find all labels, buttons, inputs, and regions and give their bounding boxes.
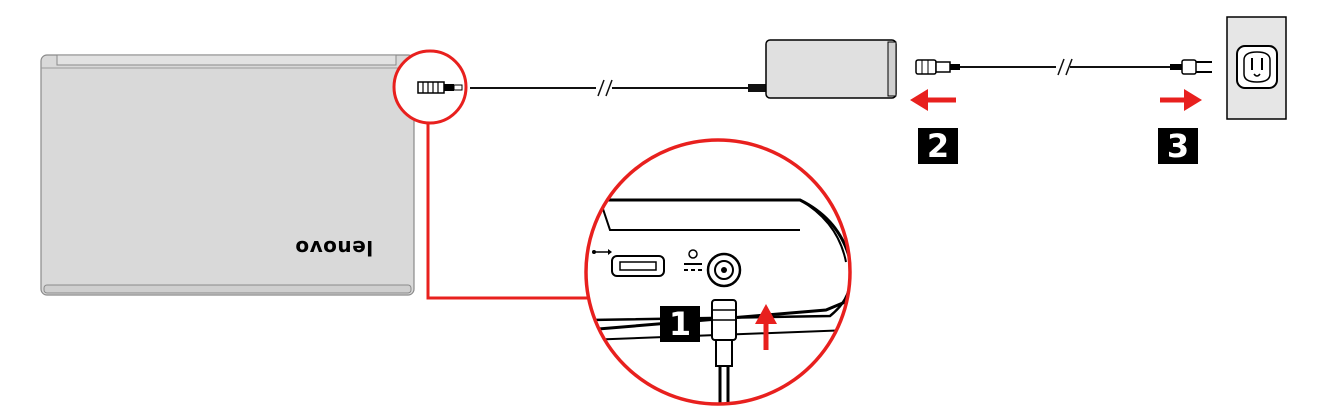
dc-plug-insert: [711, 299, 737, 404]
step3-arrow: [1160, 89, 1202, 111]
ac-wall-plug: [1170, 59, 1212, 75]
wall-outlet: [1226, 16, 1287, 120]
ac-cable: [960, 58, 1170, 76]
lenovo-logo: lenovo: [294, 236, 374, 260]
ac-cord-adapter-plug: [915, 59, 960, 75]
step-3-badge: 3: [1158, 128, 1198, 164]
dc-plug-icon: [417, 81, 463, 94]
dc-cable: [470, 79, 768, 97]
step1-arrow: [755, 304, 777, 350]
step-1-badge: 1: [660, 306, 700, 342]
plug-highlight-circle: [392, 49, 468, 125]
power-outlet-icon: [1236, 45, 1278, 89]
step2-arrow: [910, 89, 956, 111]
usb-icon: [592, 249, 612, 255]
callout-connector: [426, 120, 588, 300]
power-adapter: [765, 39, 897, 99]
zoom-detail-circle: [584, 138, 852, 406]
dc-power-jack: [706, 252, 742, 288]
step-2-badge: 2: [918, 128, 958, 164]
dc-power-icon: [684, 249, 702, 271]
laptop: [40, 54, 415, 296]
